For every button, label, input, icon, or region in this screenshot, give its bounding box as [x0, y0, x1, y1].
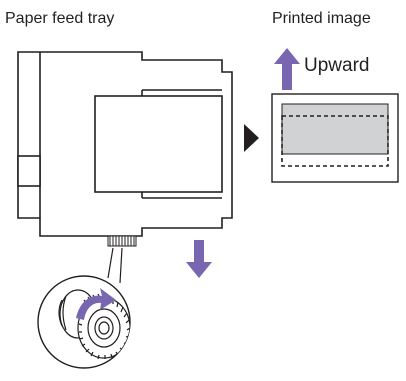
right-triangle-icon — [244, 124, 259, 152]
printed-image-label: Printed image — [272, 10, 371, 27]
tray-adjuster-knob — [107, 235, 137, 247]
paper-feed-tray — [17, 51, 233, 237]
printed-image — [271, 93, 399, 183]
paper-feed-tray-label: Paper feed tray — [5, 10, 115, 27]
callout-lines — [107, 247, 123, 284]
rotate-arrow-icon — [76, 288, 116, 320]
up-arrow-icon — [274, 48, 300, 90]
down-arrow-icon — [186, 240, 212, 278]
knob-detail-circle — [37, 275, 131, 369]
upward-label: Upward — [304, 55, 370, 76]
